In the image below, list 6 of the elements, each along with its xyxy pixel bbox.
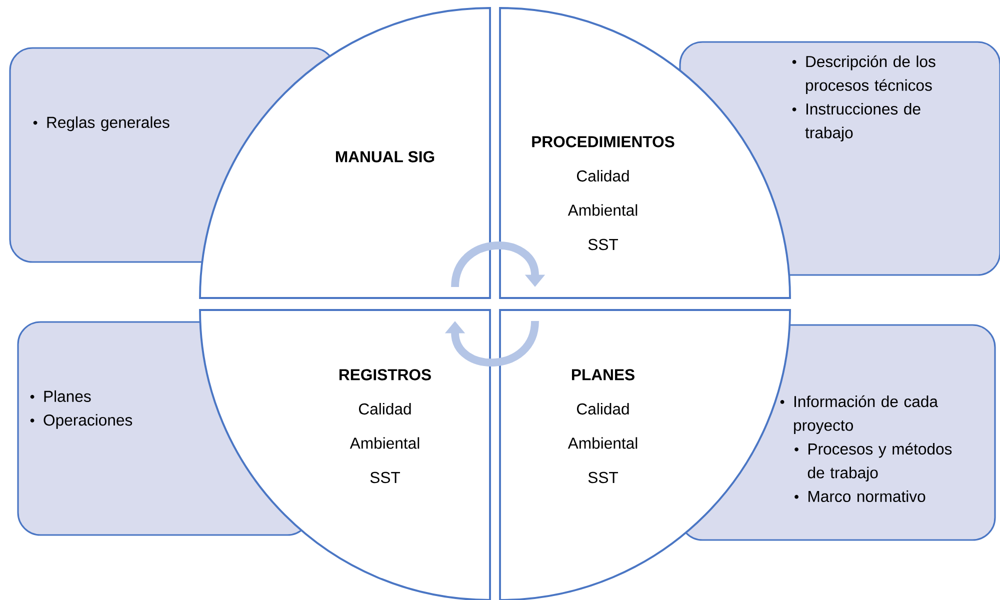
cycle-arrow	[444, 320, 539, 366]
quadrant-segment: PROCEDIMIENTOS Calidad Ambiental SST	[499, 7, 791, 299]
quadrant-segment: MANUAL SIG	[199, 7, 491, 299]
quadrant-segment: REGISTROS Calidad Ambiental SST	[199, 309, 491, 600]
cycle-arrow	[451, 242, 546, 288]
quadrant-segment: PLANES Calidad Ambiental SST	[499, 309, 791, 600]
